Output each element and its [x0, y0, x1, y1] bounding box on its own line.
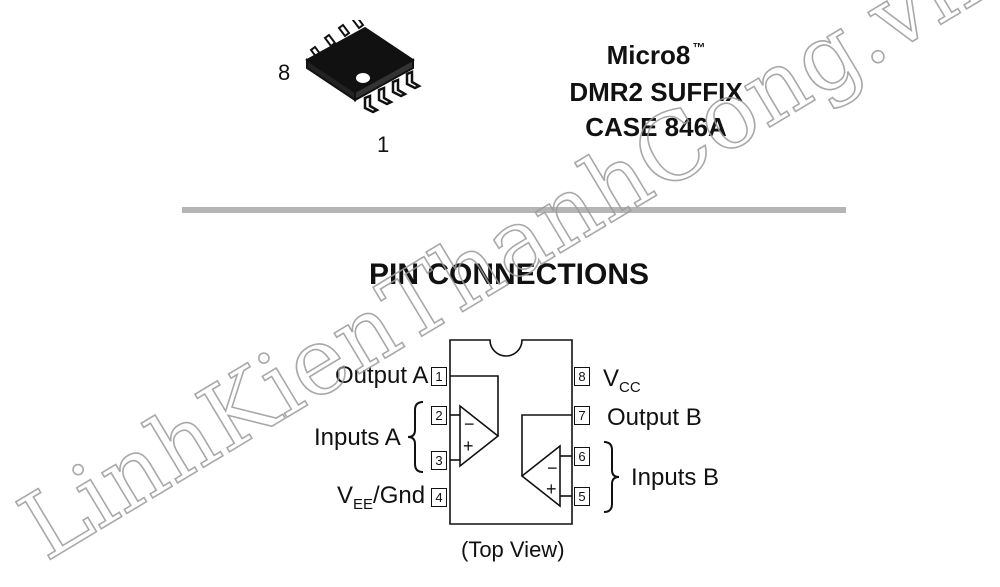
section-title: PIN CONNECTIONS — [369, 258, 650, 291]
ic-body — [449, 339, 573, 525]
opamp-b-triangle — [520, 444, 561, 508]
pin-7-box: 7 — [574, 406, 590, 425]
package-illustration — [305, 20, 422, 114]
section-divider — [182, 207, 846, 213]
pin-2-box: 2 — [431, 406, 447, 425]
pin-5-box: 5 — [574, 487, 590, 506]
inputs-a-brace — [407, 401, 424, 473]
pin-4-box: 4 — [431, 488, 447, 507]
opamp-a-plus: + — [463, 436, 474, 456]
package-pin1-label: 1 — [377, 132, 390, 157]
label-vee-gnd: VEE/Gnd — [337, 482, 426, 513]
opamp-b-minus: − — [547, 458, 558, 478]
label-inputs-a: Inputs A — [314, 424, 401, 451]
pin-3-box: 3 — [431, 451, 447, 470]
inputs-b-brace — [603, 441, 620, 513]
opamp-b-plus: + — [546, 479, 557, 499]
package-suffix: DMR2 SUFFIX — [569, 77, 743, 107]
pin-6-box: 6 — [574, 447, 590, 466]
opamp-a-minus: − — [464, 414, 475, 434]
pinout-diagram — [449, 339, 573, 525]
package-pin8-label: 8 — [278, 60, 291, 85]
label-vcc: VCC — [603, 365, 641, 396]
label-output-a: Output A — [335, 362, 429, 389]
package-case: CASE 846A — [585, 112, 727, 142]
label-inputs-b: Inputs B — [631, 464, 720, 491]
pin-1-box: 1 — [431, 367, 447, 386]
opamp-a-triangle — [459, 404, 500, 468]
label-output-b: Output B — [607, 404, 702, 431]
top-view-note: (Top View) — [461, 537, 565, 562]
pin-8-box: 8 — [574, 367, 590, 386]
